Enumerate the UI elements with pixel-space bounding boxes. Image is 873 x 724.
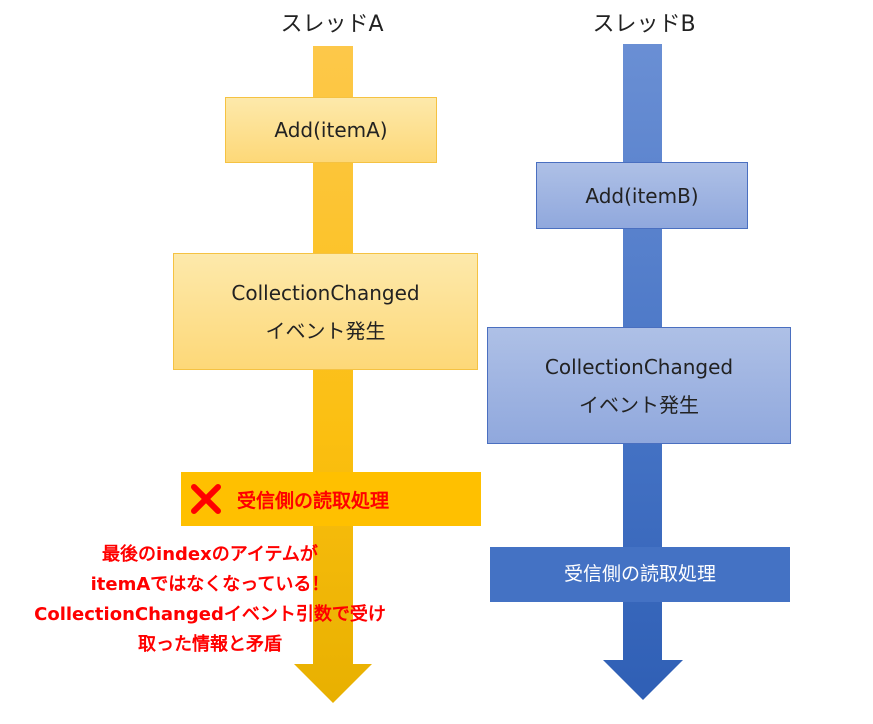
warning-message: 最後のindexのアイテムが itemAではなくなっている！ Collectio… <box>0 540 420 660</box>
thread-a-receive-box: 受信側の読取処理 <box>181 472 481 526</box>
cross-icon <box>191 484 221 514</box>
thread-b-event-box: CollectionChanged イベント発生 <box>487 327 791 444</box>
thread-b-add-label: Add(itemB) <box>585 183 699 208</box>
thread-b-receive-label: 受信側の読取処理 <box>563 563 716 586</box>
thread-a-add-label: Add(itemA) <box>274 118 388 142</box>
thread-b-title: スレッドB <box>592 12 696 37</box>
warning-line2: itemAではなくなっている！ <box>90 574 330 595</box>
thread-b-add-box: Add(itemB) <box>536 162 748 229</box>
thread-a-event-line1: CollectionChanged <box>231 280 420 305</box>
thread-a-arrow <box>294 46 372 703</box>
thread-a-event-line2: イベント発生 <box>265 318 386 343</box>
warning-line4: 取った情報と矛盾 <box>138 634 282 655</box>
thread-b-event-line1: CollectionChanged <box>544 354 734 379</box>
thread-a-receive-label: 受信側の読取処理 <box>237 489 390 512</box>
thread-b-event-line2: イベント発生 <box>579 392 699 417</box>
thread-a-title: スレッドA <box>280 12 384 37</box>
thread-b-receive-box: 受信側の読取処理 <box>490 547 790 602</box>
warning-line3: CollectionChangedイベント引数で受け <box>34 604 386 625</box>
thread-a-add-box: Add(itemA) <box>225 97 437 163</box>
thread-a-event-box: CollectionChanged イベント発生 <box>173 253 478 370</box>
warning-line1: 最後のindexのアイテムが <box>102 544 318 565</box>
